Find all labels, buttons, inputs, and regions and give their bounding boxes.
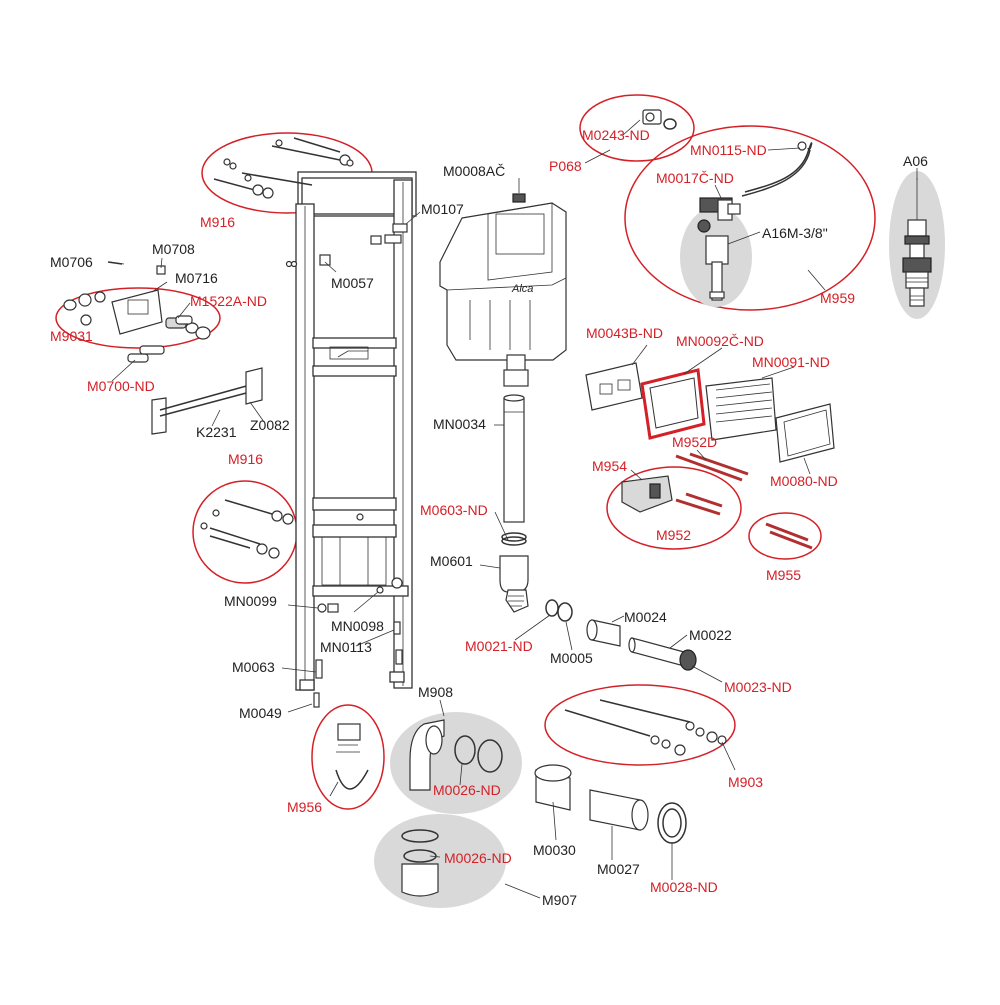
label-m0023-nd: M0023-ND: [724, 679, 792, 695]
label-m916-top: M916: [200, 214, 235, 230]
fill-valve-parts: [642, 109, 932, 307]
label-m903: M903: [728, 774, 763, 790]
label-m0030: M0030: [533, 842, 576, 858]
label-mn0091-nd: MN0091-ND: [752, 354, 830, 370]
label-m0043b-nd: M0043B-ND: [586, 325, 663, 341]
label-a06: A06: [903, 153, 928, 169]
label-m955: M955: [766, 567, 801, 583]
label-m0049: M0049: [239, 705, 282, 721]
label-m0022: M0022: [689, 627, 732, 643]
label-m954: M954: [592, 458, 627, 474]
label-m1522a-nd: M1522A-ND: [190, 293, 267, 309]
label-a16m: A16M-3/8": [762, 225, 828, 241]
label-m0706: M0706: [50, 254, 93, 270]
label-k2231: K2231: [196, 424, 237, 440]
flush-plates: [585, 362, 835, 550]
label-mn0092c-nd: MN0092Č-ND: [676, 333, 764, 349]
label-m952: M952: [656, 527, 691, 543]
label-m956: M956: [287, 799, 322, 815]
label-m9031: M9031: [50, 328, 93, 344]
label-m0026-nd-a: M0026-ND: [433, 782, 501, 798]
label-m907: M907: [542, 892, 577, 908]
label-m0021-nd: M0021-ND: [465, 638, 533, 654]
installation-frame: [285, 171, 417, 691]
group-m0243: [579, 94, 695, 162]
m916-top-parts: [213, 137, 354, 199]
label-m0005: M0005: [550, 650, 593, 666]
label-mn0098: MN0098: [331, 618, 384, 634]
k2231-bracket: [151, 367, 263, 435]
label-m0017c-nd: M0017Č-ND: [656, 170, 734, 186]
label-m916-mid: M916: [228, 451, 263, 467]
label-m0708: M0708: [152, 241, 195, 257]
label-mn0034: MN0034: [433, 416, 486, 432]
group-m954-m952: [606, 466, 742, 550]
label-m0008ac: M0008AČ: [443, 163, 505, 179]
label-m952d: M952D: [672, 434, 717, 450]
label-mn0113: MN0113: [320, 639, 372, 655]
label-m0603-nd: M0603-ND: [420, 502, 488, 518]
label-m959: M959: [820, 290, 855, 306]
label-z0082: Z0082: [250, 417, 290, 433]
m9031-bracket-parts: [63, 261, 211, 363]
label-mn0115-nd: MN0115-ND: [690, 142, 767, 158]
group-m959: [624, 125, 876, 311]
group-m9031: [55, 287, 221, 349]
group-m956: [311, 704, 385, 810]
label-m0063: M0063: [232, 659, 275, 675]
label-mn0099: MN0099: [224, 593, 277, 609]
label-m0107: M0107: [421, 201, 464, 217]
flush-pipe: [499, 394, 529, 613]
part-labels: M0243-ND P068 MN0115-ND M0017Č-ND A16M-3…: [50, 127, 928, 908]
tank-logo: Alca: [511, 283, 533, 295]
feet-parts: [313, 577, 403, 708]
group-m903: [544, 684, 736, 766]
label-p068: P068: [549, 158, 582, 174]
label-m0601: M0601: [430, 553, 473, 569]
label-m0028-nd: M0028-ND: [650, 879, 718, 895]
connection-pipes: [335, 599, 727, 897]
label-m0024: M0024: [624, 609, 667, 625]
label-m0080-nd: M0080-ND: [770, 473, 838, 489]
label-m908: M908: [418, 684, 453, 700]
label-m0027: M0027: [597, 861, 640, 877]
leader-lines: [109, 119, 918, 899]
group-m916-mid: [192, 480, 298, 584]
label-m0026-nd-b: M0026-ND: [444, 850, 512, 866]
label-m0716: M0716: [175, 270, 218, 286]
flush-tank: Alca: [439, 193, 567, 387]
label-m0057: M0057: [331, 275, 374, 291]
m916-mid-parts: [200, 499, 294, 559]
group-outlines: [55, 94, 876, 810]
label-m0243-nd: M0243-ND: [582, 127, 650, 143]
group-m955: [748, 512, 822, 560]
label-m0700-nd: M0700-ND: [87, 378, 155, 394]
